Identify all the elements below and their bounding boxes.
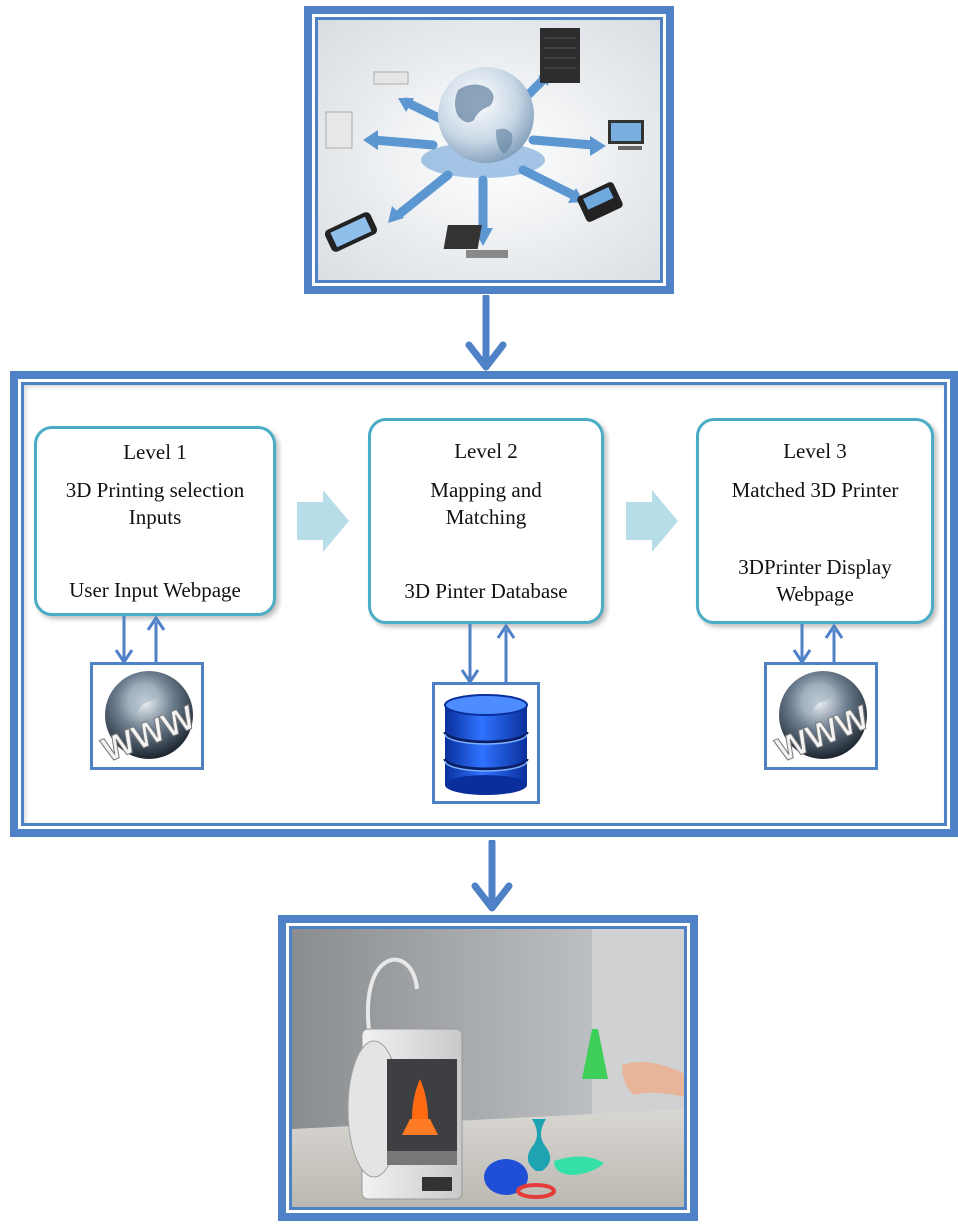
level1-io-arrows bbox=[114, 615, 166, 665]
level2-line1: Mapping and bbox=[430, 478, 542, 502]
level1-bottom: User Input Webpage bbox=[69, 578, 241, 602]
top-panel bbox=[304, 6, 674, 294]
network-globe-icon bbox=[318, 20, 660, 280]
level3-title: Level 3 bbox=[783, 439, 847, 463]
flow-arrow-down-2 bbox=[471, 840, 513, 912]
level3-www-box: WWW bbox=[764, 662, 878, 770]
level2-bottom: 3D Pinter Database bbox=[404, 579, 568, 603]
flow-arrow-down-1 bbox=[465, 295, 507, 371]
www-globe-icon: WWW bbox=[96, 671, 201, 767]
level1-www-box: WWW bbox=[90, 662, 204, 770]
database-icon bbox=[443, 694, 529, 795]
bottom-panel-inner bbox=[289, 926, 687, 1210]
level3-io-arrows bbox=[792, 623, 844, 665]
level2-line2: Matching bbox=[445, 505, 527, 529]
level1-title: Level 1 bbox=[123, 440, 187, 464]
level3-line3: Webpage bbox=[776, 582, 854, 606]
level2-title: Level 2 bbox=[454, 439, 518, 463]
3d-printer-photo bbox=[292, 929, 684, 1207]
level2-io-arrows bbox=[460, 623, 516, 685]
level2-db-box bbox=[432, 682, 540, 804]
bottom-panel bbox=[278, 915, 698, 1221]
top-panel-inner bbox=[315, 17, 663, 283]
middle-panel-inner bbox=[21, 382, 947, 826]
www-globe-icon: WWW bbox=[770, 671, 875, 767]
chevron-arrow-1 bbox=[297, 490, 349, 552]
level3-box: Level 3 Matched 3D Printer 3DPrinter Dis… bbox=[696, 418, 934, 624]
level1-line1: 3D Printing selection bbox=[65, 478, 245, 502]
level1-box: Level 1 3D Printing selection Inputs Use… bbox=[34, 426, 276, 616]
level1-line2: Inputs bbox=[128, 505, 182, 529]
chevron-arrow-2 bbox=[626, 490, 678, 552]
level2-box: Level 2 Mapping and Matching 3D Pinter D… bbox=[368, 418, 604, 624]
level3-line1: Matched 3D Printer bbox=[731, 478, 899, 502]
level3-line2: 3DPrinter Display bbox=[738, 555, 892, 579]
